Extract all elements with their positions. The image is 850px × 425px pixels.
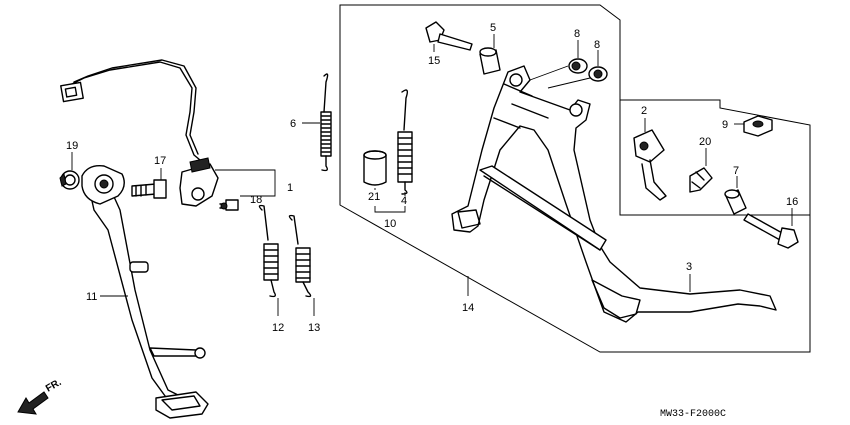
part-label-12: 12 [272,322,284,334]
part-label-17: 17 [154,155,166,167]
part-label-8b: 8 [594,39,600,51]
part-label-10: 10 [384,218,396,230]
part-label-6: 6 [290,118,296,130]
leader-10 [374,206,406,213]
nut-19 [59,170,80,190]
part-label-3: 3 [686,261,692,273]
part-label-9: 9 [722,119,728,131]
part-label-2: 2 [641,105,647,117]
bracket-group-frame [619,99,811,216]
direction-label: FR. [44,377,64,395]
bushing-8b [588,66,608,82]
bolt-15 [425,21,473,51]
bracket-2 [633,129,667,201]
part-label-19: 19 [66,140,78,152]
side-stand-11 [81,165,209,419]
bolt-16 [743,213,799,249]
part-label-21: 21 [368,191,380,203]
part-label-5: 5 [490,22,496,34]
diagram-code: MW33-F2000C [660,409,726,420]
spring-6 [320,73,332,172]
part-label-14: 14 [462,302,474,314]
collar-7 [724,189,747,215]
part-label-18: 18 [250,194,262,206]
part-label-13: 13 [308,322,320,334]
side-stand-switch-harness [60,59,219,207]
part-label-11: 11 [86,291,97,303]
front-direction-arrow-icon [17,391,49,415]
bushing-8a [568,58,588,74]
spring-4 [397,89,413,195]
part-label-20: 20 [699,136,711,148]
bolt-18 [219,199,239,211]
clamp-20 [689,167,713,193]
leader-8-to-stand [529,65,591,89]
collar-21 [363,150,387,186]
main-stand-14 [451,65,777,323]
collar-5 [479,47,501,75]
spring-12 [258,204,279,298]
part-label-7: 7 [733,165,739,177]
spring-13 [288,214,312,298]
part-label-16: 16 [786,196,798,208]
part-label-15: 15 [428,55,440,67]
pivot-bolt-17 [131,179,167,199]
nut-9 [743,115,773,137]
leader-1 [215,169,276,197]
part-label-4: 4 [401,195,407,207]
part-label-8a: 8 [574,28,580,40]
part-label-1: 1 [287,182,293,194]
